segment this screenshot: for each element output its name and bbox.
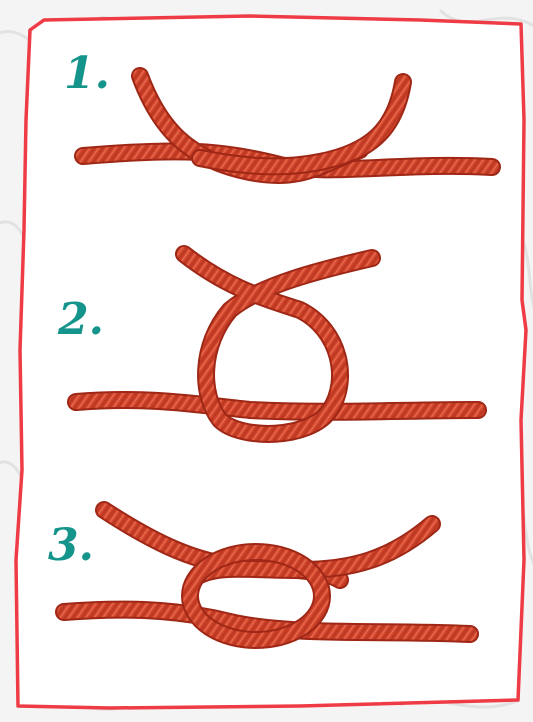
step-3-label: 3. <box>48 524 94 568</box>
step-1-label: 1. <box>64 52 110 96</box>
step-2-label: 2. <box>58 298 104 342</box>
